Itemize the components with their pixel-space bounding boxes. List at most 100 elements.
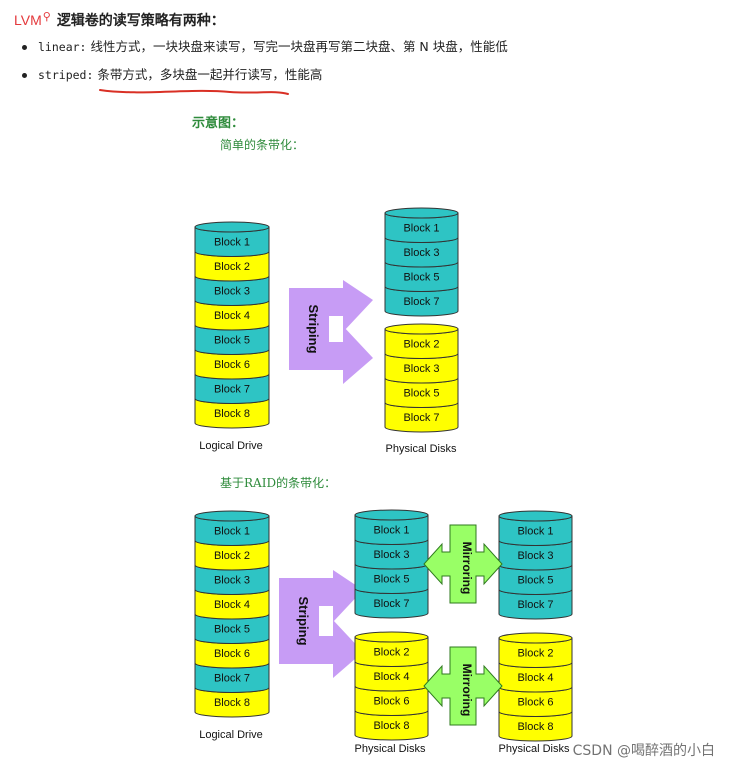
disk-segment	[384, 286, 459, 317]
disk-segment	[384, 402, 459, 433]
list-item-text: 线性方式，一块块盘来读写，写完一块盘再写第二块盘、第 N 块盘，性能低	[86, 39, 508, 54]
strategy-list: linear: 线性方式，一块块盘来读写，写完一块盘再写第二块盘、第 N 块盘，…	[18, 36, 508, 92]
disk-segment	[194, 398, 270, 429]
logical-drive-label: Logical Drive	[199, 440, 263, 452]
disk-segment	[498, 564, 573, 595]
disk-segment	[498, 637, 573, 668]
block-label: Block 6	[214, 648, 250, 660]
disk-segment	[194, 687, 270, 718]
mirroring-label: Mirroring	[460, 664, 474, 717]
block-label: Block 8	[517, 721, 553, 733]
disk-segment	[194, 515, 270, 546]
block-label: Block 1	[373, 524, 409, 536]
block-label: Block 7	[403, 412, 439, 424]
block-label: Block 1	[214, 525, 250, 537]
mirroring-arrow-shape	[423, 646, 503, 726]
disk-segment	[194, 662, 270, 693]
watermark: CSDN @喝醉酒的小白	[572, 743, 715, 759]
block-label: Block 5	[403, 387, 439, 399]
disk-segment	[498, 540, 573, 571]
disk-top	[384, 207, 459, 219]
block-label: Block 4	[373, 671, 409, 683]
search-icon[interactable]: ⚲	[42, 9, 51, 23]
block-label: Block 3	[214, 285, 250, 297]
list-item: striped: 条带方式，多块盘一起并行读写，性能高	[18, 64, 508, 92]
block-label: Block 4	[214, 310, 250, 322]
striping-arrow-2: Striping	[279, 570, 363, 678]
disk-segment	[194, 349, 270, 380]
disk-segment	[498, 711, 573, 742]
block-label: Block 4	[517, 672, 553, 684]
block-label: Block 2	[214, 550, 250, 562]
disk-segment	[354, 563, 429, 594]
block-label: Block 4	[214, 599, 250, 611]
disk-segment	[194, 251, 270, 282]
striping-arrow-shape	[279, 570, 363, 678]
raid-striping-caption: 基于RAID的条带化：	[220, 476, 337, 490]
striping-label: Striping	[296, 596, 311, 645]
heading-text: 逻辑卷的读写策略有两种：	[56, 13, 225, 29]
disk-segment	[194, 300, 270, 331]
block-label: Block 1	[403, 222, 439, 234]
physical-disk-a-1: Block 1 Block 3 Block 5 Block 7	[384, 207, 459, 317]
block-label: Block 7	[403, 296, 439, 308]
block-label: Block 2	[373, 646, 409, 658]
block-label: Block 6	[517, 696, 553, 708]
disk-top	[194, 510, 270, 522]
striping-arrow-shape	[289, 280, 373, 384]
disk-segment	[194, 226, 270, 257]
inline-code: striped:	[38, 68, 94, 82]
disk-segment	[194, 275, 270, 306]
disk-segment	[384, 212, 459, 243]
disk-segment	[354, 514, 429, 545]
disk-segment	[498, 515, 573, 546]
block-label: Block 5	[403, 271, 439, 283]
lvm-link[interactable]: LVM	[14, 12, 42, 28]
block-label: Block 5	[214, 623, 250, 635]
striping-arrow-1: Striping	[289, 280, 373, 384]
disk-top	[354, 509, 429, 521]
physical-disks-label: Physical Disks	[499, 743, 570, 755]
disk-segment	[354, 710, 429, 741]
disk-segment	[384, 377, 459, 408]
block-label: Block 6	[373, 695, 409, 707]
physical-disks-label: Physical Disks	[355, 743, 426, 755]
inline-code: linear:	[38, 40, 87, 54]
block-label: Block 5	[214, 334, 250, 346]
section-heading: LVM ⚲ 逻辑卷的读写策略有两种：	[14, 10, 225, 30]
block-label: Block 3	[214, 574, 250, 586]
disk-segment	[384, 328, 459, 359]
disk-segment	[498, 662, 573, 693]
block-label: Block 8	[214, 408, 250, 420]
logical-drive-2: Block 1 Block 2 Block 3 Block 4 Block 5 Block…	[194, 510, 270, 718]
block-label: Block 7	[214, 672, 250, 684]
disk-segment	[384, 353, 459, 384]
disk-segment	[354, 636, 429, 667]
disk-top	[498, 632, 573, 644]
mirroring-label: Mirroring	[460, 542, 474, 595]
highlighted-text: 条带方式，多块盘一起并行读写	[97, 67, 273, 82]
block-label: Block 7	[214, 383, 250, 395]
disk-segment	[194, 613, 270, 644]
disk-segment	[194, 638, 270, 669]
list-item: linear: 线性方式，一块块盘来读写，写完一块盘再写第二块盘、第 N 块盘，…	[18, 36, 508, 64]
red-underline	[99, 89, 289, 95]
disk-segment	[354, 588, 429, 619]
disk-top	[498, 510, 573, 522]
disk-segment	[194, 324, 270, 355]
disk-top	[194, 221, 270, 233]
disk-segment	[498, 686, 573, 717]
striping-label: Striping	[306, 304, 321, 353]
block-label: Block 3	[403, 247, 439, 259]
block-label: Block 8	[214, 697, 250, 709]
mirroring-arrow-shape	[423, 524, 503, 604]
disk-segment	[194, 564, 270, 595]
diagram-caption: 示意图：	[192, 116, 245, 131]
simple-striping-caption: 简单的条带化：	[220, 138, 305, 152]
